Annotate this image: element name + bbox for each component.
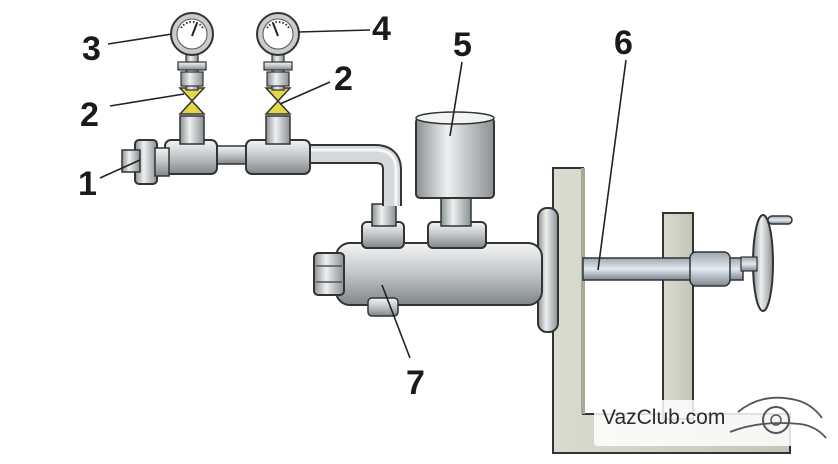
callout-3: 3 xyxy=(82,30,101,68)
pressing-screw-rod xyxy=(582,251,744,287)
tee-fitting-left xyxy=(164,115,218,175)
pipeline xyxy=(213,144,402,206)
callout-7: 7 xyxy=(406,364,425,402)
wheel-icon xyxy=(762,406,790,434)
tee-fitting-right xyxy=(245,115,311,175)
car-logo-icon xyxy=(729,396,827,439)
reservoir-tank xyxy=(415,111,495,227)
watermark-text: VazClub.com xyxy=(602,406,725,429)
gauge-stem-right xyxy=(263,51,293,91)
callout-6: 6 xyxy=(614,24,633,62)
watermark: VazClub.com xyxy=(594,396,827,446)
end-fitting xyxy=(121,139,170,185)
leader-lines xyxy=(99,29,627,359)
callout-2-right: 2 xyxy=(334,60,353,98)
callout-2-left: 2 xyxy=(80,96,99,134)
pressure-gauge-left xyxy=(170,12,214,56)
gauge-stem-left xyxy=(177,51,207,91)
callout-1: 1 xyxy=(78,165,97,203)
valve-left xyxy=(178,87,206,115)
master-cylinder xyxy=(313,203,559,333)
pressure-gauge-right xyxy=(256,12,300,56)
handwheel xyxy=(740,214,793,312)
callout-5: 5 xyxy=(453,26,472,64)
callout-4: 4 xyxy=(372,10,391,48)
